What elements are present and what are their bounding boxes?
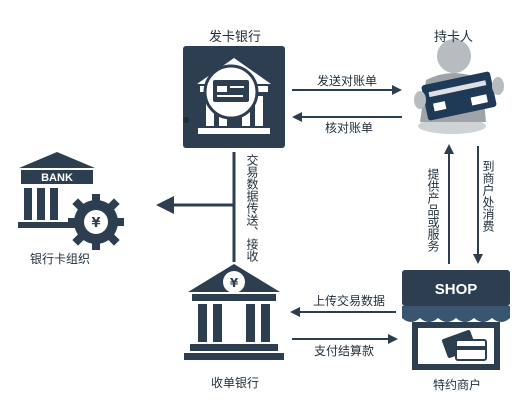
cardholder-label: 持卡人 — [434, 30, 474, 45]
bank-org-icon: BANK ¥ — [18, 152, 124, 250]
settlement-label: 支付结算款 — [314, 344, 375, 358]
bank-logo-text: BANK — [41, 172, 73, 184]
acquirer-bank-icon: ¥ — [184, 264, 284, 360]
svg-text:¥: ¥ — [230, 276, 239, 290]
go-to-merchant-label: 到商户处消费 — [481, 160, 495, 232]
svg-text:¥: ¥ — [91, 216, 100, 231]
person-with-card-icon — [414, 39, 504, 134]
bank-org-label: 银行卡组织 — [30, 252, 91, 266]
transaction-data-label: 交易数据传送、接收 — [245, 154, 259, 262]
upload-transaction-label: 上传交易数据 — [313, 294, 386, 308]
merchant-label: 特约商户 — [433, 378, 482, 392]
verify-statement-label: 核对账单 — [325, 121, 374, 135]
credit-card-icon — [421, 71, 497, 121]
gear-yuan-icon: ¥ — [68, 194, 124, 250]
send-statement-label: 发送对账单 — [317, 74, 378, 88]
credit-card-icon — [203, 64, 259, 120]
provide-goods-label: 提供产品或服务 — [426, 168, 440, 252]
issuer-bank-icon — [183, 46, 285, 148]
shop-sign-text: SHOP — [435, 281, 478, 298]
shop-icon: SHOP — [402, 270, 510, 370]
acquirer-label: 收单银行 — [211, 376, 260, 390]
issuer-label: 发卡银行 — [209, 30, 262, 45]
